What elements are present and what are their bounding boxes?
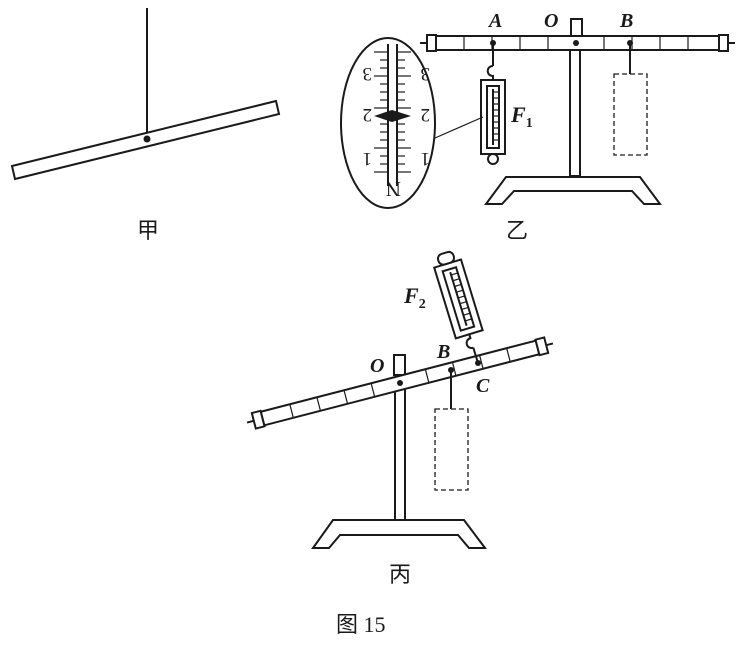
suspension-point bbox=[143, 135, 151, 143]
scale-unit-N: N bbox=[386, 177, 401, 201]
point-label-B-top: B bbox=[619, 10, 633, 32]
panel-bing: O B C F2 丙 bbox=[246, 250, 554, 587]
caption-jia: 甲 bbox=[137, 218, 159, 243]
force-label-F2: F2 bbox=[403, 283, 426, 312]
force-label-F1: F1 bbox=[510, 102, 533, 131]
scale-numeral-1-left: 1 bbox=[363, 148, 373, 169]
spring-scale-F2 bbox=[432, 250, 484, 364]
point-label-O: O bbox=[370, 355, 384, 377]
spring-scale-F1 bbox=[480, 43, 506, 165]
hanging-weight-yi bbox=[613, 73, 648, 156]
scale-numeral-2-right: 2 bbox=[421, 104, 431, 125]
scale-magnifier: 3 3 2 2 1 1 N bbox=[340, 37, 484, 209]
pivot-pin-bing bbox=[393, 354, 406, 376]
panel-yi: A O B F1 bbox=[340, 10, 735, 243]
figure-caption: 图 15 bbox=[336, 612, 386, 637]
scale-numeral-1-right: 1 bbox=[421, 148, 431, 169]
panel-jia: 甲 bbox=[10, 8, 281, 243]
hanging-weight-bing bbox=[434, 408, 469, 491]
scale-pointer bbox=[374, 110, 411, 122]
caption-bing: 丙 bbox=[389, 562, 411, 587]
point-label-C: C bbox=[476, 375, 490, 397]
caption-yi: 乙 bbox=[506, 218, 528, 243]
scale-numeral-2-left: 2 bbox=[363, 104, 373, 125]
point-label-O-top: O bbox=[544, 10, 558, 32]
point-label-B: B bbox=[436, 341, 450, 363]
scale-numeral-3-right: 3 bbox=[421, 63, 431, 84]
scale-numeral-3-left: 3 bbox=[363, 63, 373, 84]
point-label-A: A bbox=[487, 10, 502, 32]
